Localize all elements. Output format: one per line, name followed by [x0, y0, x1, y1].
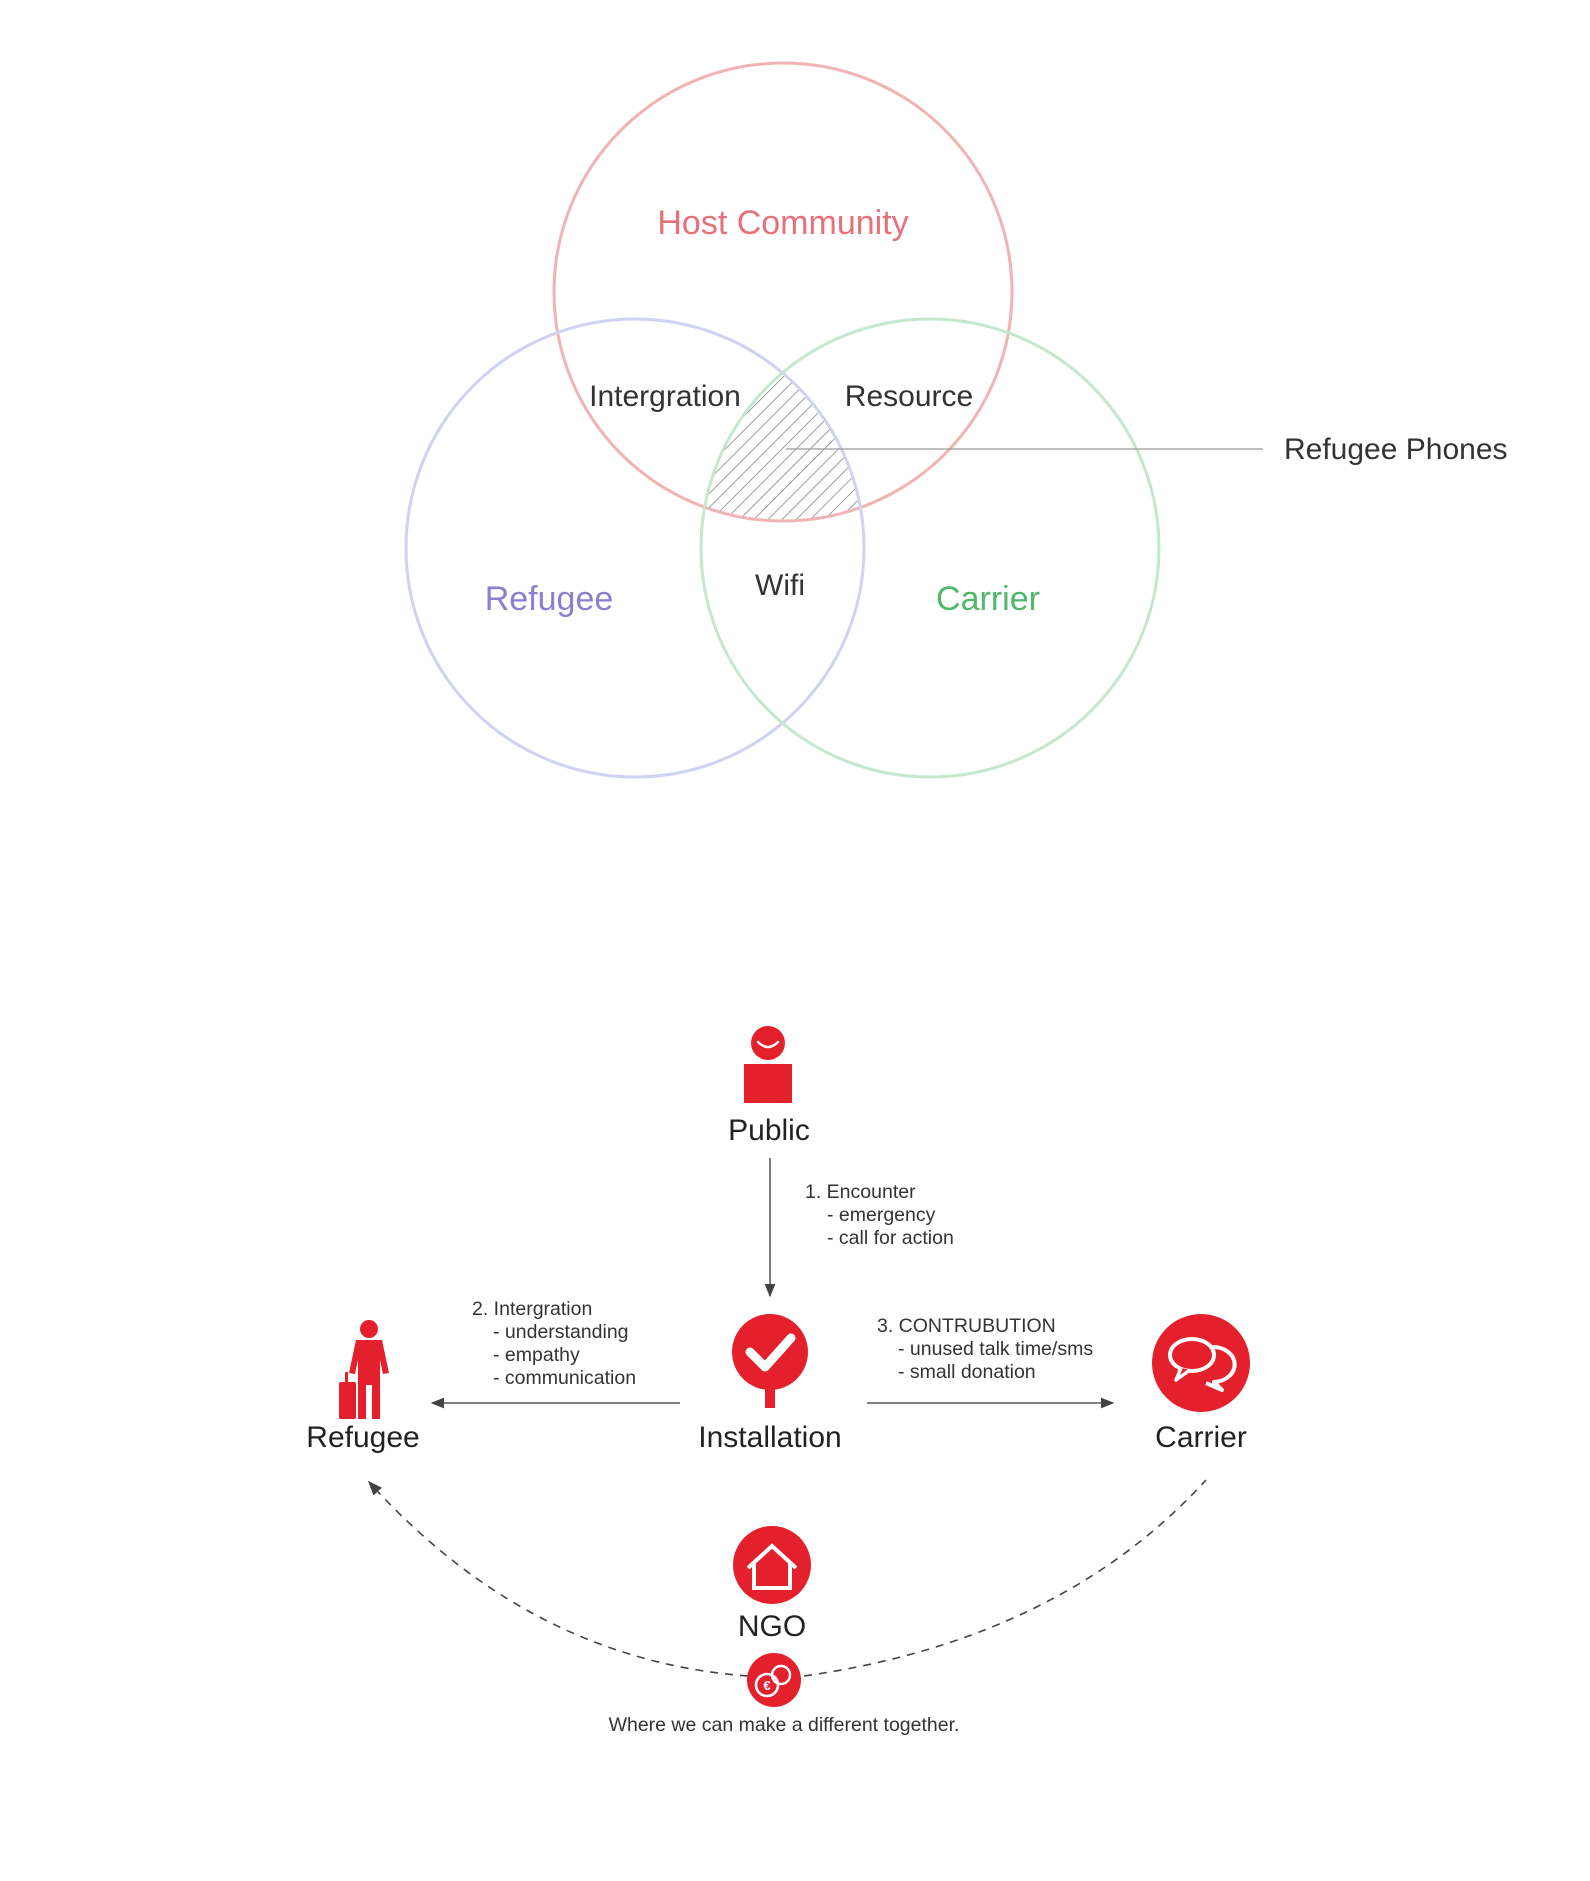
refugee-circle-label: Refugee: [485, 580, 614, 618]
host-community-circle: [552, 61, 1014, 523]
house-icon: [733, 1526, 811, 1604]
contribution-item: - small donation: [898, 1361, 1036, 1383]
footer-caption: Where we can make a different together.: [609, 1714, 960, 1736]
refugee-label: Refugee: [306, 1421, 419, 1454]
euro-coins-icon: €: [747, 1653, 801, 1707]
venn-diagram: Host Community Refugee Carrier Intergrat…: [404, 61, 1508, 779]
ngo-label: NGO: [738, 1610, 806, 1643]
return-arc-right: [803, 1479, 1207, 1677]
encounter-title: 1. Encounter: [805, 1181, 916, 1203]
refugee-phones-label: Refugee Phones: [1284, 433, 1508, 466]
refugee-phones-area: [701, 319, 864, 521]
integration-item: - empathy: [493, 1344, 580, 1366]
checkmark-sign-icon: [732, 1314, 808, 1408]
carrier-circle-label: Carrier: [936, 580, 1040, 618]
carrier-circle: [699, 317, 1161, 779]
host-community-label: Host Community: [657, 204, 908, 242]
traveler-luggage-icon: [339, 1320, 389, 1419]
integration-title: 2. Intergration: [472, 1298, 592, 1320]
resource-label: Resource: [845, 380, 973, 413]
svg-text:€: €: [763, 1678, 770, 1693]
person-smile-icon: [744, 1026, 792, 1103]
contribution-title: 3. CONTRUBUTION: [877, 1315, 1056, 1337]
public-label: Public: [728, 1114, 810, 1147]
return-arc-left: [368, 1480, 749, 1677]
refugee-circle: [404, 317, 866, 779]
integration-item: - understanding: [493, 1321, 629, 1343]
chat-bubbles-icon: [1152, 1314, 1250, 1412]
contribution-item: - unused talk time/sms: [898, 1338, 1093, 1360]
contribution-step: 3. CONTRUBUTION - unused talk time/sms -…: [877, 1315, 1093, 1383]
encounter-step: 1. Encounter - emergency - call for acti…: [805, 1181, 954, 1249]
integration-label: Intergration: [589, 380, 741, 413]
installation-label: Installation: [698, 1421, 841, 1454]
encounter-item: - emergency: [827, 1204, 936, 1226]
integration-step: 2. Intergration - understanding - empath…: [472, 1298, 636, 1389]
carrier-label: Carrier: [1155, 1421, 1247, 1454]
integration-item: - communication: [493, 1367, 636, 1389]
flow-diagram: Public 1. Encounter - emergency - call f…: [306, 1026, 1250, 1736]
encounter-item: - call for action: [827, 1227, 954, 1249]
wifi-label: Wifi: [755, 569, 805, 602]
